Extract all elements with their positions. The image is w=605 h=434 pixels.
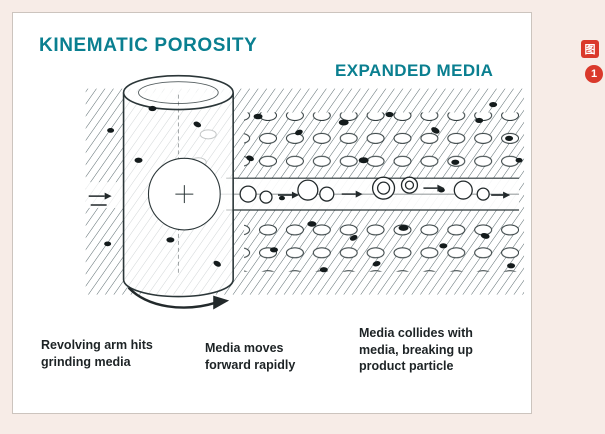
- kinematic-porosity-diagram: [85, 74, 525, 310]
- rotation-arrow: [127, 286, 230, 310]
- notification-count-badge[interactable]: 1: [585, 65, 603, 83]
- figure-panel: KINEMATIC POROSITY EXPANDED MEDIA Revolv…: [12, 12, 532, 414]
- figure-subtitle: EXPANDED MEDIA: [335, 61, 494, 80]
- product-particles: [104, 101, 523, 273]
- caption-media-collides: Media collides with media, breaking up p…: [359, 326, 473, 373]
- image-badge-label: 图: [584, 44, 596, 56]
- rotating-arm-hub: [147, 157, 221, 231]
- notification-count-label: 1: [590, 68, 598, 80]
- figure-title: KINEMATIC POROSITY: [39, 35, 258, 56]
- caption-media-moves: Media moves forward rapidly: [205, 341, 296, 372]
- caption-revolving-arm: Revolving arm hits grinding media: [41, 338, 153, 369]
- image-badge-icon[interactable]: 图: [581, 40, 599, 58]
- channel-media-circles: [239, 176, 490, 204]
- flow-arrows: [88, 184, 511, 206]
